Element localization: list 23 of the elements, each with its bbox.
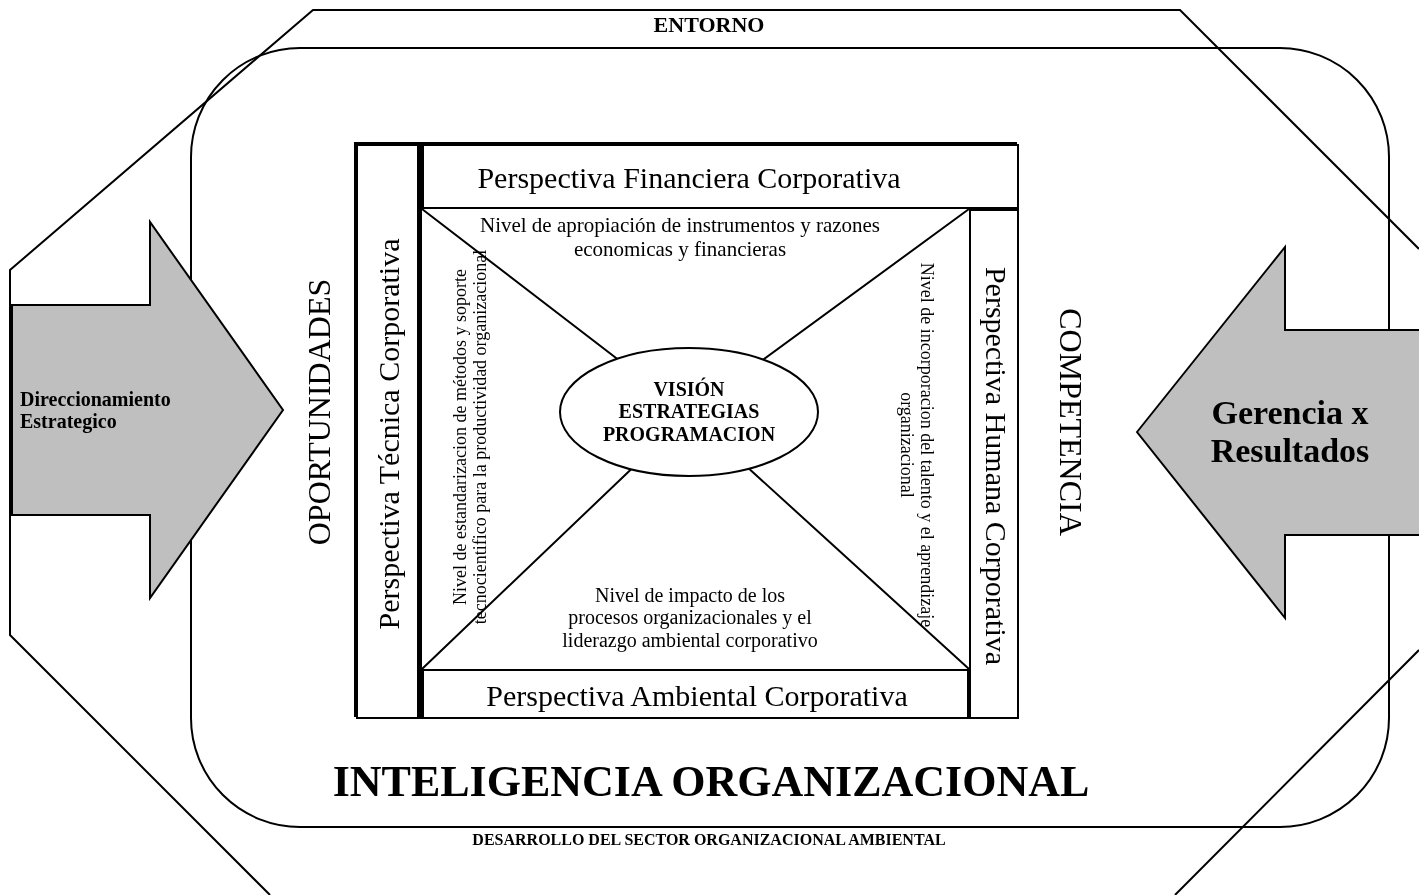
block-arrow xyxy=(10,220,285,600)
arrow-text: Gerencia x Resultados xyxy=(1209,393,1371,471)
panel-heading: INTELIGENCIA ORGANIZACIONAL xyxy=(331,757,1091,807)
perspective-label: Perspectiva Técnica Corporativa xyxy=(372,237,406,632)
sector-text: Nivel de estandarizacion de métodos y soporte tecnocientifico para la productividad organizacional xyxy=(449,248,491,627)
perspective-label: Perspectiva Ambiental Corporativa xyxy=(485,679,909,713)
side-heading: COMPETENCIA xyxy=(1052,307,1088,538)
perspective-label: Perspectiva Humana Corporativa xyxy=(979,265,1013,668)
perspective-band xyxy=(422,669,969,719)
block-arrow xyxy=(1135,245,1419,620)
perspective-band xyxy=(969,209,1019,719)
perspective-frame xyxy=(354,142,1017,717)
arrow-text: Direccionamiento Estrategico xyxy=(20,387,172,433)
perspective-band xyxy=(422,144,1019,209)
ellipse-text: VISIÓN ESTRATEGIAS PROGRAMACION xyxy=(601,378,777,446)
perspective-band xyxy=(356,144,422,719)
center-ellipse xyxy=(559,347,819,477)
sector-text: Nivel de impacto de los procesos organizacionales y el liderazgo ambiental corporativo xyxy=(561,584,819,652)
environment-heading: ENTORNO xyxy=(652,12,766,38)
perspective-label: Perspectiva Financiera Corporativa xyxy=(476,161,902,195)
side-heading: OPORTUNIDADES xyxy=(302,277,338,548)
environment-footer: DESARROLLO DEL SECTOR ORGANIZACIONAL AMBIENTAL xyxy=(329,831,1089,849)
sector-text: Nivel de incorporacion del talento y el aprendizaje organizacional xyxy=(896,261,938,630)
